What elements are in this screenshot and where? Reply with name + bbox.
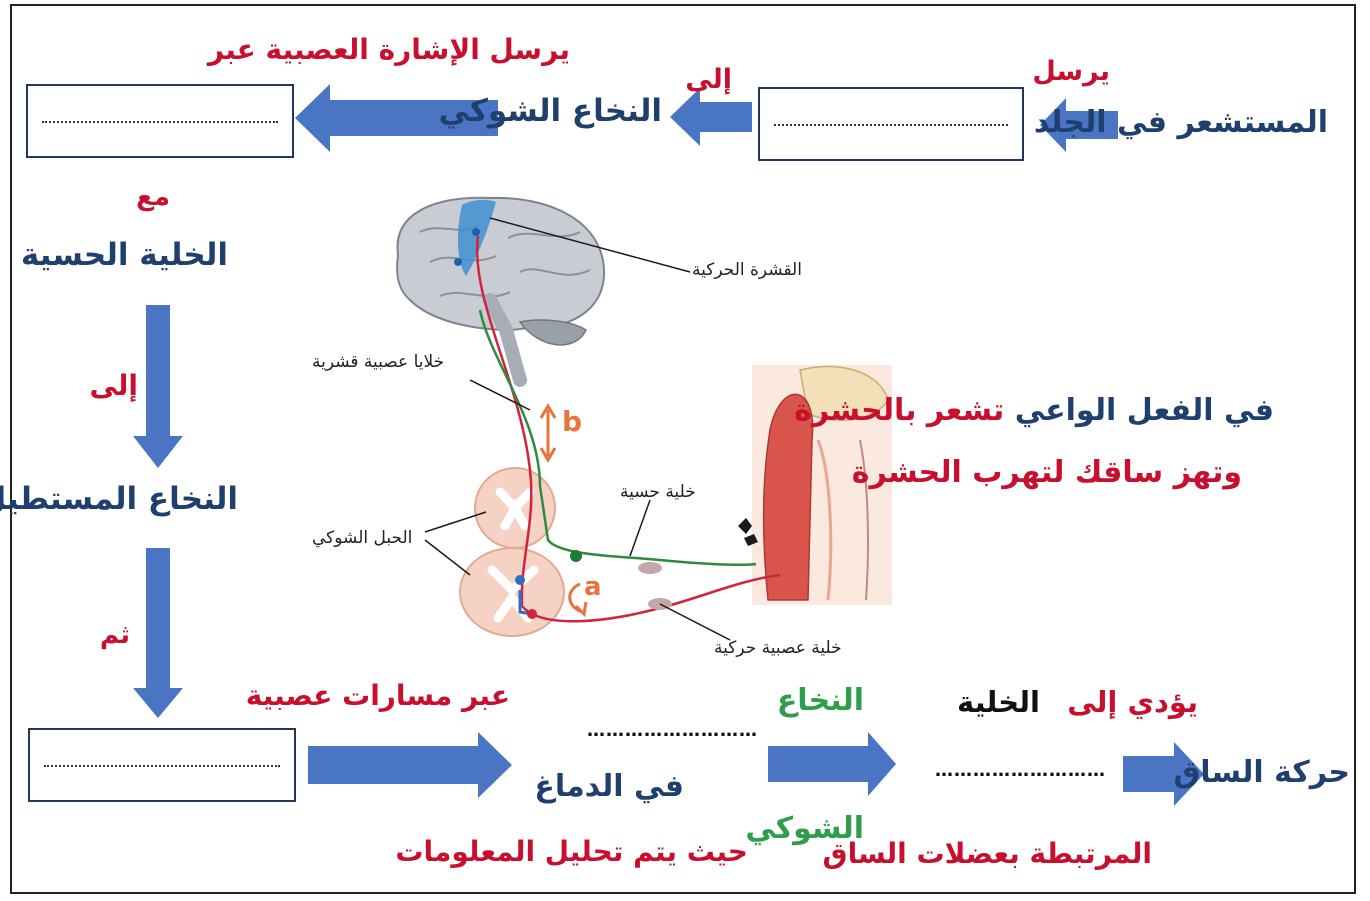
answer-box-bottom-left[interactable] [28, 728, 296, 802]
note-line-1: في الفعل الواعي تشعر بالحشرة [794, 396, 1274, 426]
label-cortical-neurons: خلايا عصبية قشرية [312, 354, 444, 371]
note-line-2: وتهز ساقك لتهرب الحشرة [852, 458, 1242, 488]
arrow-left-2 [670, 88, 752, 146]
blank-line-right[interactable]: ……………………… [935, 762, 1106, 780]
via-paths-text: عبر مسارات عصبية [246, 682, 510, 710]
arrow-right-1 [308, 732, 512, 798]
where-info-text: حيث يتم تحليل المعلومات [395, 838, 748, 866]
in-brain-text: في الدماغ [534, 772, 684, 802]
arrow-right-2 [768, 732, 896, 796]
label-spinal-cord: الحبل الشوكي [312, 530, 412, 547]
connected-muscles-text: المرتبطة بعضلات الساق [823, 840, 1152, 868]
receptor-text: المستشعر في الجلد [1034, 108, 1328, 138]
label-motor-neuron: خلية عصبية حركية [714, 640, 842, 657]
sends-signal-text: يرسل الإشارة العصبية عبر [208, 36, 570, 64]
note-line-1-part-b: تشعر بالحشرة [794, 393, 1004, 428]
answer-box-top-right[interactable] [758, 87, 1024, 161]
arrow-down-1 [133, 305, 183, 468]
sends-text: يرسل [1032, 58, 1110, 85]
spinal-word-1: النخاع [777, 686, 864, 716]
label-motor-cortex: القشرة الحركية [692, 262, 802, 279]
to-text-1: إلى [685, 66, 732, 93]
spinal-cord-text: النخاع الشوكي [438, 96, 662, 127]
note-line-1-part-a: في الفعل الواعي [1015, 393, 1274, 428]
with-text: مع [136, 184, 170, 210]
arrow-down-2 [133, 548, 183, 718]
sensory-cell-text: الخلية الحسية [21, 240, 228, 271]
label-sensory-cell: خلية حسية [620, 484, 696, 501]
marker-b: b [562, 408, 582, 436]
cell-text: الخلية [957, 688, 1040, 717]
then-text: ثم [100, 622, 130, 648]
blank-line-center[interactable]: ……………………… [587, 722, 758, 740]
marker-a: a [584, 574, 602, 600]
answer-box-top-left[interactable] [26, 84, 294, 158]
leads-to-text: يؤدي إلى [1067, 688, 1198, 717]
spinal-cord-sections [460, 468, 564, 636]
medulla-text: النخاع المستطيل [0, 484, 238, 515]
to-text-2: إلى [90, 372, 138, 400]
leg-movement-text: حركة الساق [1173, 758, 1350, 788]
